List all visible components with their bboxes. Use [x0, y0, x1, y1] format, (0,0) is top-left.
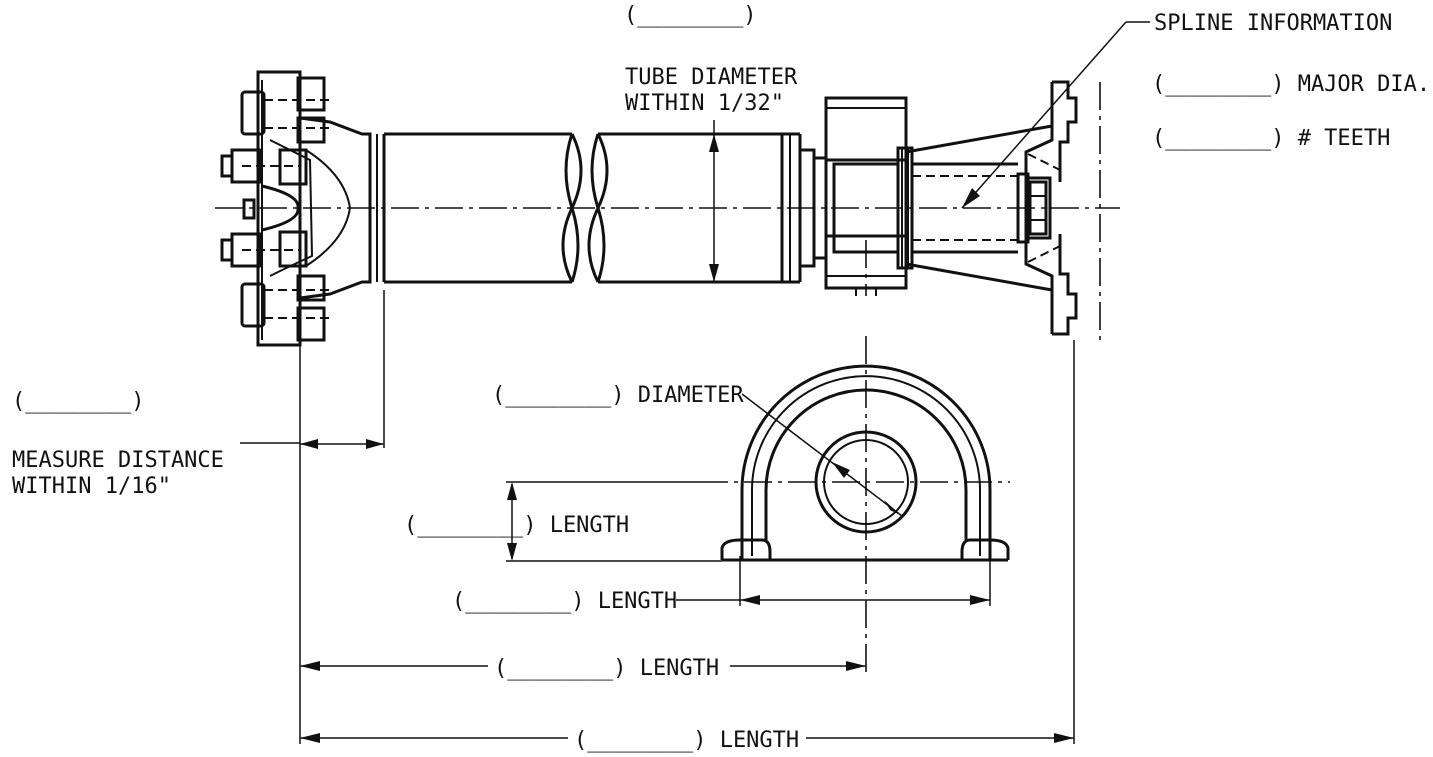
measure-distance-label-line2: WITHIN 1/16": [12, 474, 171, 499]
measure-distance-label-line1: MEASURE DISTANCE: [12, 448, 224, 473]
left-yoke-assembly: [220, 70, 386, 347]
dimension-lines: [240, 21, 1150, 744]
center-length-label: (________) LENGTH: [494, 656, 719, 681]
tube-diameter-label-line2: WITHIN 1/32": [625, 91, 784, 116]
center-bearing-side-view: [824, 96, 908, 296]
right-companion-flange: [905, 80, 1101, 340]
overall-length-label: (________) LENGTH: [574, 728, 799, 753]
bearing-diameter-label: (________) DIAMETER: [492, 383, 744, 408]
tube-diameter-dimension: [709, 120, 719, 282]
labels: (________) SPLINE INFORMATION (________)…: [12, 3, 1430, 753]
spline-information-label: SPLINE INFORMATION: [1154, 11, 1392, 36]
top-blank-label: (________): [624, 3, 756, 28]
bearing-end-view: [700, 336, 1010, 676]
tube: [384, 132, 828, 284]
left-blank-label: (________): [12, 389, 144, 414]
major-diameter-label: (________) MAJOR DIA.: [1152, 72, 1430, 97]
teeth-count-label: (________) # TEETH: [1152, 126, 1390, 151]
tube-diameter-label-line1: TUBE DIAMETER: [625, 65, 798, 90]
bearing-height-length-label: (________) LENGTH: [404, 513, 629, 538]
bolt-spacing-length-label: (________) LENGTH: [452, 589, 677, 614]
